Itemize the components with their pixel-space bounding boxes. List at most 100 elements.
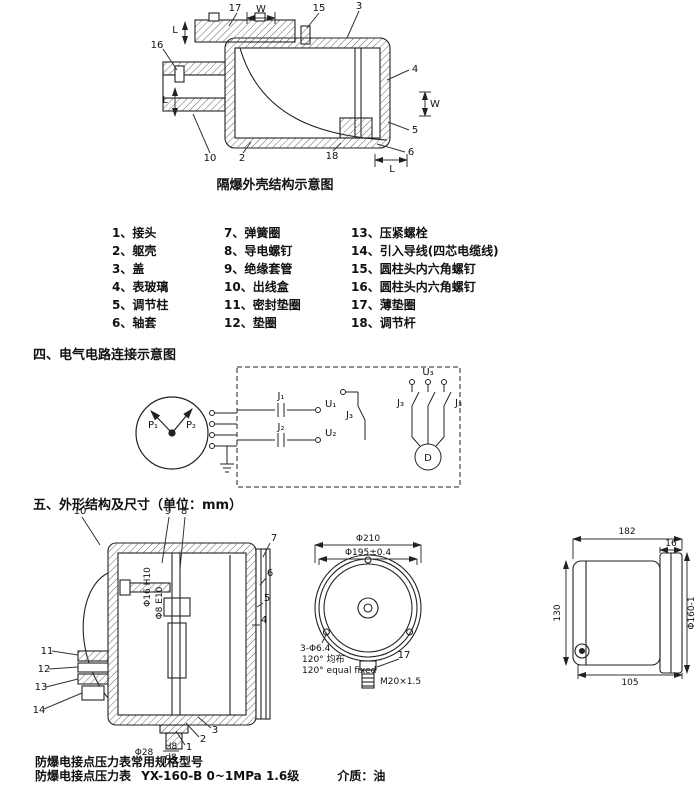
enclosure-dimension-lines <box>162 10 431 167</box>
product-medium: 介质：油 <box>337 769 386 783</box>
callout-3: 3 <box>212 725 218 736</box>
gauge-side-view <box>572 552 683 674</box>
part-item: 7、弹簧圈 <box>224 226 281 240</box>
part-item: 11、密封垫圈 <box>224 298 301 312</box>
product-model: YX-160-B 0~1MPa 1.6级 <box>141 769 300 783</box>
label-j3-right: J₃ <box>454 398 462 409</box>
callout-4: 4 <box>412 64 418 75</box>
dim-phi8-e10: Φ8 E10 <box>155 586 165 619</box>
circuit-diagram: P₁ P₂ J₁ J₂ U₁ U₂ J₃ <box>135 366 462 488</box>
dim-h8: H8 <box>165 742 178 752</box>
label-j1: J₁ <box>277 391 285 402</box>
callout-17: 17 <box>398 650 411 661</box>
contact-branches <box>237 389 366 447</box>
gauge-side-dim-lines <box>563 536 690 679</box>
callout-17: 17 <box>229 3 242 14</box>
part-item: 15、圆柱头内六角螺钉 <box>351 262 476 276</box>
parts-list-col2: 7、弹簧圈 8、导电螺钉 9、绝缘套管 10、出线盒 11、密封垫圈 12、垫圈 <box>224 224 301 332</box>
label-u3: U₃ <box>422 367 433 378</box>
callout-6: 6 <box>408 147 414 158</box>
part-item: 10、出线盒 <box>224 280 289 294</box>
part-item: 4、表玻璃 <box>112 280 169 294</box>
dim-d8: d8 <box>165 753 177 763</box>
part-item: 1、接头 <box>112 226 157 240</box>
label-p2: P₂ <box>186 420 196 431</box>
figure1-title: 隔爆外壳结构示意图 <box>216 178 334 193</box>
callout-14: 14 <box>33 705 46 716</box>
dim-phi195: Φ195±0.4 <box>345 548 391 558</box>
footer-spec-line: 防爆电接点压力表 YX-160-B 0~1MPa 1.6级 介质：油 <box>35 767 385 784</box>
callout-6: 6 <box>267 568 273 579</box>
section4-heading: 四、电气电路连接示意图 <box>33 348 177 363</box>
gauge-section-view <box>77 542 271 750</box>
pressure-gauge-symbol <box>135 396 209 470</box>
label-j3-left: J₃ <box>396 398 404 409</box>
callout-10: 10 <box>204 153 217 164</box>
parts-list-col3: 13、压紧螺栓 14、引入导线(四芯电缆线) 15、圆柱头内六角螺钉 16、圆柱… <box>351 224 499 332</box>
label-motor-d: D <box>424 453 432 464</box>
parts-list-col1: 1、接头 2、躯壳 3、盖 4、表玻璃 5、调节柱 6、轴套 <box>112 224 168 332</box>
part-item: 9、绝缘套管 <box>224 262 293 276</box>
control-box-outline <box>236 366 461 488</box>
label-j3-mid: J₃ <box>345 410 353 421</box>
callout-4: 4 <box>261 615 267 626</box>
note-equal-cn: 120° 均布 <box>302 653 345 665</box>
callout-18: 18 <box>326 151 339 162</box>
callout-9: 9 <box>165 506 171 517</box>
dim-l-bottom: L <box>389 164 395 174</box>
callout-11: 11 <box>41 646 54 657</box>
label-u1: U₁ <box>325 399 336 410</box>
note-equal-en: 120° equal fixed <box>302 666 376 676</box>
part-item: 2、躯壳 <box>112 244 157 258</box>
enclosure-section-drawing: 17 W 15 3 16 L L 4 W 5 6 10 2 18 L <box>151 2 440 174</box>
dim-phi160: Φ160-1 <box>687 596 697 629</box>
callout-15: 15 <box>313 3 326 14</box>
gauge-front-dim-lines <box>314 542 422 668</box>
dim-130: 130 <box>553 604 563 621</box>
motor-branch <box>409 379 452 471</box>
part-item: 13、压紧螺栓 <box>351 226 428 240</box>
part-item: 3、盖 <box>112 262 145 276</box>
label-u2: U₂ <box>325 428 336 439</box>
callout-16: 16 <box>151 40 164 51</box>
callout-13: 13 <box>35 682 48 693</box>
part-item: 16、圆柱头内六角螺钉 <box>351 280 476 294</box>
part-item: 6、轴套 <box>112 316 157 330</box>
callout-2: 2 <box>200 734 206 745</box>
dim-m20: M20×1.5 <box>380 677 421 687</box>
part-item: 18、调节杆 <box>351 316 416 330</box>
part-item: 8、导电螺钉 <box>224 244 293 258</box>
gauge-section-leaders <box>43 516 271 752</box>
part-item: 17、薄垫圈 <box>351 298 416 312</box>
part-item: 12、垫圈 <box>224 316 277 330</box>
dim-w-top: W <box>256 4 266 15</box>
dim-phi210: Φ210 <box>356 534 381 544</box>
part-item: 14、引入导线(四芯电缆线) <box>351 244 499 258</box>
dim-182: 182 <box>618 527 635 537</box>
part-item: 5、调节柱 <box>112 298 169 312</box>
dim-phi16-h10: Φ16 H10 <box>143 567 153 607</box>
callout-7: 7 <box>271 533 277 544</box>
callout-5: 5 <box>264 593 270 604</box>
dim-phi28: Φ28 <box>135 748 154 758</box>
callout-1: 1 <box>186 742 192 753</box>
label-p1: P₁ <box>148 420 158 431</box>
enclosure-body-shapes <box>162 12 391 149</box>
callout-10: 10 <box>74 506 87 517</box>
footer-spec-title: 防爆电接点压力表常用规格型号 <box>35 755 204 769</box>
callout-3: 3 <box>356 2 362 12</box>
dim-105: 105 <box>621 678 638 688</box>
section5-heading: 五、外形结构及尺寸（单位：mm） <box>33 498 243 513</box>
product-name: 防爆电接点压力表 <box>35 769 132 783</box>
callout-8: 8 <box>181 506 187 517</box>
callout-2: 2 <box>239 153 245 164</box>
callout-5: 5 <box>412 125 418 136</box>
callout-12: 12 <box>38 664 51 675</box>
dim-l-lower: L <box>162 95 168 106</box>
dim-l-upper: L <box>172 25 178 36</box>
gauge-terminal-wires <box>209 410 237 473</box>
note-holes: 3-Φ6.4 <box>300 644 331 654</box>
dim-16: 16 <box>665 539 677 549</box>
label-j2: J₂ <box>277 422 285 433</box>
